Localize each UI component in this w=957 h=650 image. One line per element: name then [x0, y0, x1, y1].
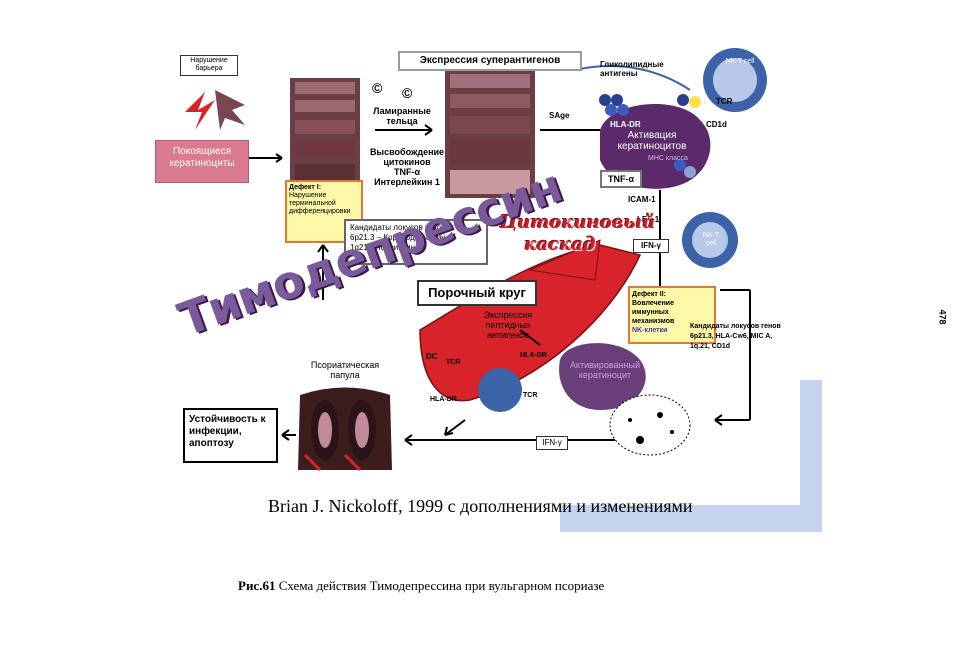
page-number: 478 [937, 309, 948, 325]
activated-label: Активированный кератиноцит [569, 360, 641, 380]
release-il1: Интерлейкин 1 [374, 177, 440, 187]
ifn-mid-box: IFN-γ [633, 239, 669, 253]
barrier-arrow-icon [215, 90, 245, 130]
candidates2-line2: 1q.21, CD1d [690, 343, 731, 350]
hla-dr-top-label: HLA-DR [610, 120, 641, 129]
candidates2-title: Кандидаты локусов генов [690, 323, 781, 330]
defect1-title: Дефект I: [289, 184, 322, 191]
hla-dr-mid-label: HLA-DR [520, 352, 547, 359]
vicious-circle-box: Порочный круг [417, 280, 537, 306]
release-text: Высвобождение цитокинов [369, 147, 445, 167]
icam-label: ICAM-1 [628, 195, 656, 204]
superantigens-box: Экспрессия суперантигенов [398, 51, 582, 71]
lamellar-icon-1: © [372, 80, 383, 96]
glycolipid-arrow [574, 65, 691, 91]
lfa-label: LFA-1 [637, 215, 660, 224]
lamellar-label: Ламиранные тельца [373, 106, 431, 126]
defect2-line2: механизмов [632, 318, 675, 325]
barrier-label: Нарушение барьера [180, 55, 238, 76]
tnf-box: TNF-α [600, 170, 642, 188]
glycolipid-label: Гликолипидные антигены [600, 60, 664, 78]
defect2-title: Дефект II: [632, 291, 666, 298]
papule-label: Псориатическая папула [310, 360, 380, 380]
skin-layers-left [290, 78, 360, 196]
candidates1-line1: 6p21.3 – Корнеодесмозин [350, 233, 446, 242]
skin-layers-right [445, 70, 535, 198]
tcr-low2-label: TCR [523, 392, 538, 399]
caption-text: Схема действия Тимодепрессина при вульга… [275, 578, 605, 593]
cd1d-label: CD1d [706, 120, 727, 129]
defect1-text: Нарушение терминальной дифференцировки [289, 192, 351, 215]
figure-caption: Рис.61 Схема действия Тимодепрессина при… [238, 578, 604, 594]
resting-keratinocytes-box: Покоящиеся кератиноциты [155, 140, 249, 183]
mhc-label: МНС класса [648, 155, 688, 162]
defect2-box: Дефект II: Вовлечение иммунных механизмо… [628, 286, 716, 344]
candidates1-box: Кандидаты локусов генов 6p21.3 – Корнеод… [344, 219, 488, 265]
nkt-mid-label: NK-T cell [702, 232, 720, 247]
psoriatic-papule [298, 387, 392, 472]
candidates2-text: Кандидаты локусов генов 6p21.3, HLA-Cw6,… [690, 322, 810, 352]
speckled-cell [609, 394, 691, 456]
cascade-label: Цитокиновый каскад [500, 212, 656, 255]
tcr-low-label: TCR [446, 359, 461, 366]
candidates1-title: Кандидаты локусов генов [350, 223, 446, 232]
hla-dr-low-label: HLA-DR [430, 396, 457, 403]
defect2-line3: NK-клетки [632, 327, 668, 334]
activation-label: Активация кератиноцитов [617, 130, 687, 152]
ifn-low-box: IFN-γ [536, 436, 568, 450]
peptide-label: Экспрессия пептидных антигенов [483, 310, 533, 340]
activated-keratinocyte-blob [559, 343, 646, 410]
lamellar-icon-2: © [402, 85, 413, 101]
candidates1-line2: 1q21 - Псориазин [350, 243, 416, 252]
tcr-top-label: TCR [716, 97, 733, 106]
release-label: Высвобождение цитокинов TNF-α Интерлейки… [367, 147, 447, 187]
release-tnf: TNF-α [393, 167, 421, 177]
credit-text: Brian J. Nickoloff, 1999 с дополнениями … [268, 496, 693, 516]
defect2-line1: Вовлечение иммунных [632, 300, 674, 316]
tcell-bottom [478, 368, 522, 412]
nkt-top-label: NK-T cell [725, 58, 755, 65]
sage-label: SAge [549, 111, 570, 120]
resistance-box: Устойчивость к инфекции, апоптозу [183, 408, 278, 463]
dc-label: DC [426, 352, 438, 361]
candidates2-line1: 6p21.3, HLA-Cw6, MIC A, [690, 333, 773, 340]
barrier-lightning-icon [185, 92, 215, 130]
caption-number: Рис.61 [238, 578, 276, 593]
hla-molecules [599, 94, 701, 178]
